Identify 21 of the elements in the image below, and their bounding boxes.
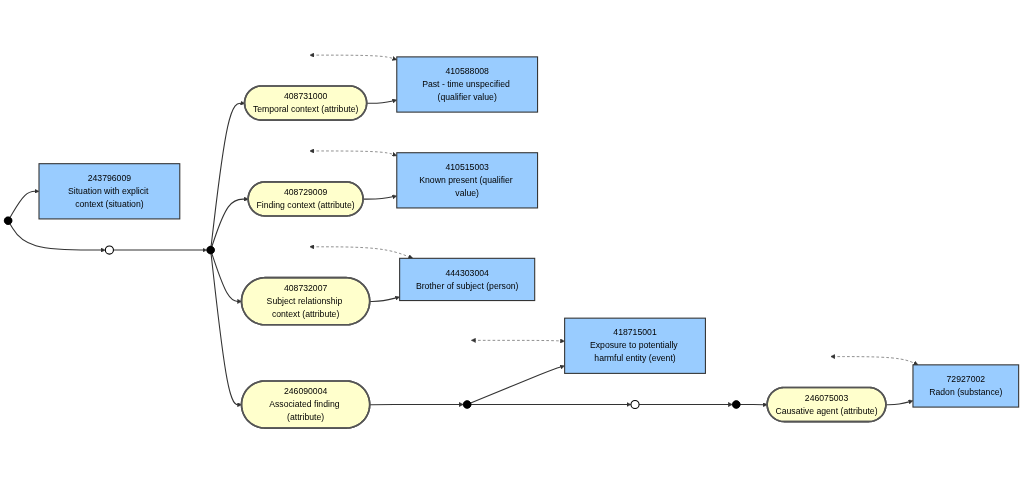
node-box: 418715001 Exposure to potentially harmful entity (event) <box>564 317 706 375</box>
node-circle <box>630 400 640 410</box>
node-box: 243796009 Situation with explicit context (situation) <box>38 163 181 220</box>
arrow <box>369 402 464 408</box>
arrow <box>470 365 565 404</box>
arrow <box>638 402 733 408</box>
arrow <box>9 223 106 253</box>
node-box: 410515003 Known present (qualifier value) <box>396 152 539 209</box>
arrow <box>366 98 397 105</box>
arrow <box>369 296 400 303</box>
arrow <box>211 197 249 248</box>
node-circle <box>104 245 114 255</box>
arrow <box>739 402 768 408</box>
arrow <box>211 253 242 305</box>
arrow <box>210 253 242 408</box>
arrow <box>112 247 208 253</box>
node-box: 410588008 Past - time unspecified (qualifier value) <box>396 56 539 113</box>
arrow <box>9 189 40 219</box>
node-box: 444303004 Brother of subject (person) <box>399 258 536 302</box>
node-box: 72927002 Radon (substance) <box>912 364 1020 408</box>
arrow <box>470 402 632 408</box>
